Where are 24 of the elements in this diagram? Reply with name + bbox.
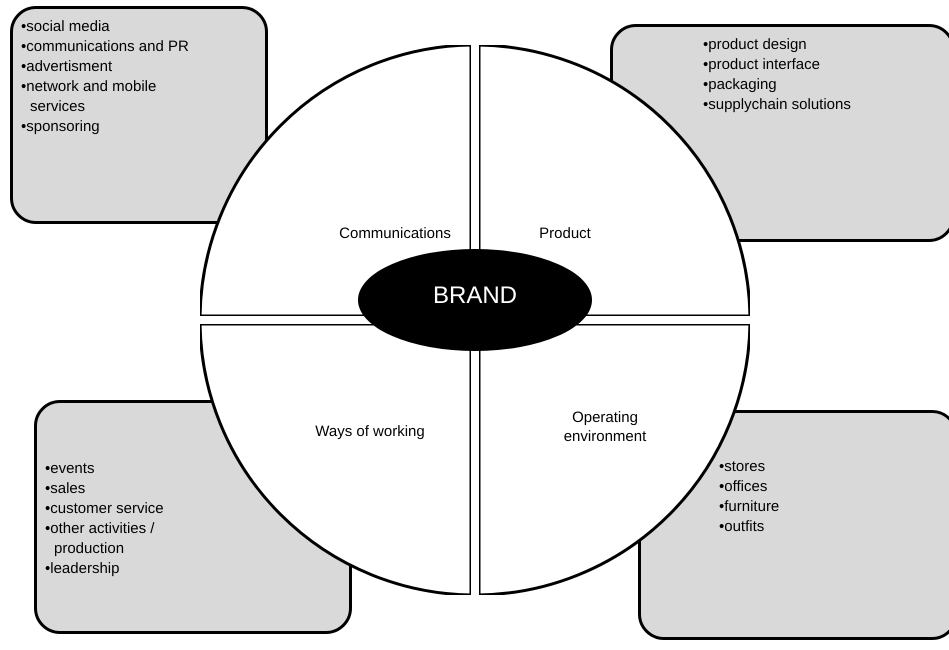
segment-label: Operating environment: [562, 408, 648, 446]
bullet-item: •leadership: [45, 559, 120, 579]
bullet-item: •social media: [21, 17, 111, 37]
bullet-item: •customer service: [45, 499, 165, 519]
bullet-item: •offices: [719, 477, 768, 497]
segment-label: Ways of working: [314, 422, 426, 441]
bullet-item: •stores: [719, 457, 766, 477]
bullet-item: •events: [45, 459, 96, 479]
bullet-item: •outfits: [719, 517, 766, 537]
bullet-item: •network and mobile services: [21, 77, 158, 117]
bullet-item: •supplychain solutions: [703, 95, 852, 115]
bullet-item: •furniture: [719, 497, 780, 517]
bullet-item: •product interface: [703, 55, 821, 75]
bullet-item: •packaging: [703, 75, 778, 95]
bullet-item: •advertisment: [21, 57, 114, 77]
bullet-item: •sponsoring: [21, 117, 101, 137]
bullet-item: •other activities / production: [45, 519, 156, 559]
bullet-item: •sales: [45, 479, 86, 499]
bullet-item: •product design: [703, 35, 808, 55]
bullet-item: •communications and PR: [21, 37, 190, 57]
segment-label: Communications: [338, 224, 452, 243]
segment-label: Product: [538, 224, 592, 243]
center-label: BRAND: [432, 282, 518, 310]
list-panel: [10, 6, 268, 224]
